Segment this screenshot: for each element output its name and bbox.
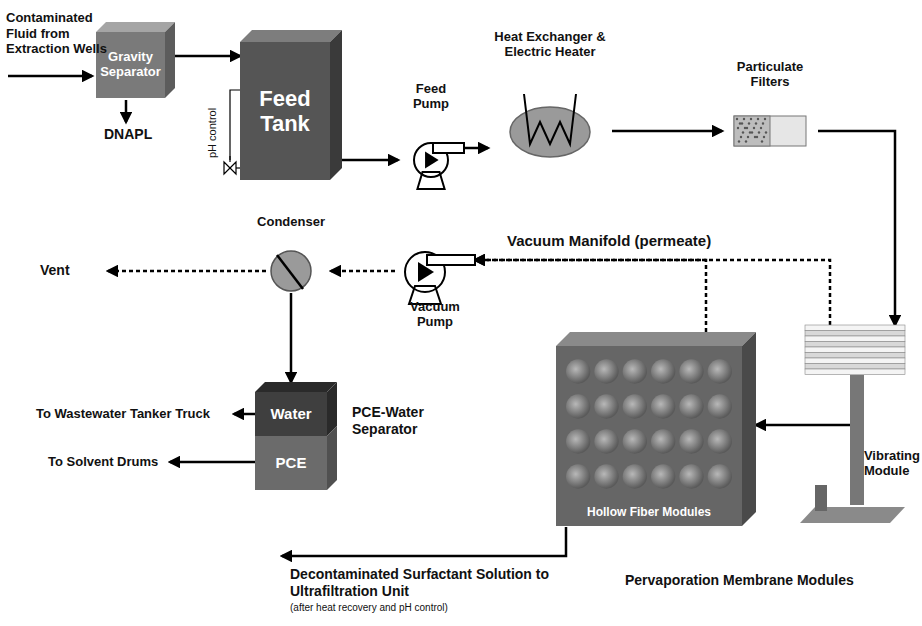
unit-drawing bbox=[795, 325, 920, 523]
process-unit: Water bbox=[255, 392, 327, 436]
feed-inlet-arrow bbox=[8, 75, 92, 78]
process-unit: PCE bbox=[255, 436, 327, 490]
dnapl-arrow bbox=[125, 100, 128, 122]
annotation: Decontaminated Surfactant Solution to Ul… bbox=[290, 566, 560, 600]
process-unit: Vacuum Pump bbox=[395, 246, 475, 338]
unit-label: Condenser bbox=[251, 215, 331, 230]
annotation: Contaminated Fluid from Extraction Wells bbox=[6, 10, 124, 57]
unit-label: Heat Exchanger & Electric Heater bbox=[488, 30, 612, 60]
unit-label: Water bbox=[270, 405, 311, 422]
unit-label: Hollow Fiber Modules bbox=[556, 506, 742, 520]
annotation: PCE-Water Separator bbox=[352, 404, 462, 438]
unit-label: Vacuum Pump bbox=[395, 246, 475, 330]
flow-line bbox=[290, 293, 293, 382]
process-unit: Feed Pump bbox=[398, 82, 464, 182]
flow-line bbox=[612, 130, 722, 133]
process-unit: Heat Exchanger & Electric Heater bbox=[488, 30, 612, 160]
unit-label: PCE bbox=[276, 454, 307, 471]
process-unit: Hollow Fiber Modules bbox=[556, 346, 742, 526]
vacuum-line bbox=[331, 270, 395, 273]
annotation: To Wastewater Tanker Truck bbox=[36, 406, 210, 422]
annotation: pH control bbox=[206, 108, 219, 158]
process-unit: Condenser bbox=[251, 215, 331, 293]
annotation: Vent bbox=[40, 262, 70, 279]
vent-arrow bbox=[108, 270, 266, 273]
vacuum-line bbox=[475, 260, 706, 332]
unit-drawing bbox=[556, 346, 742, 526]
unit-label: Vibrating Module bbox=[864, 449, 920, 479]
annotation: Pervaporation Membrane Modules bbox=[625, 572, 854, 589]
process-unit: Particulate Filters bbox=[722, 60, 818, 150]
unit-label: Particulate Filters bbox=[722, 60, 818, 90]
ph-control-loop bbox=[224, 90, 240, 174]
flow-line bbox=[342, 159, 398, 162]
vacuum-line bbox=[475, 260, 830, 325]
edge-label: Vacuum Manifold (permeate) bbox=[505, 232, 713, 250]
annotation: To Solvent Drums bbox=[48, 454, 158, 470]
annotation: DNAPL bbox=[104, 126, 152, 143]
unit-label: Feed Tank bbox=[240, 80, 330, 143]
flow-line bbox=[175, 55, 240, 58]
process-unit: Feed Tank bbox=[240, 42, 330, 180]
annotation: (after heat recovery and pH control) bbox=[290, 602, 448, 614]
flow-line bbox=[756, 424, 850, 427]
unit-label: Feed Pump bbox=[398, 82, 464, 112]
flow-line bbox=[464, 147, 488, 150]
process-unit: Vibrating Module bbox=[795, 325, 920, 523]
